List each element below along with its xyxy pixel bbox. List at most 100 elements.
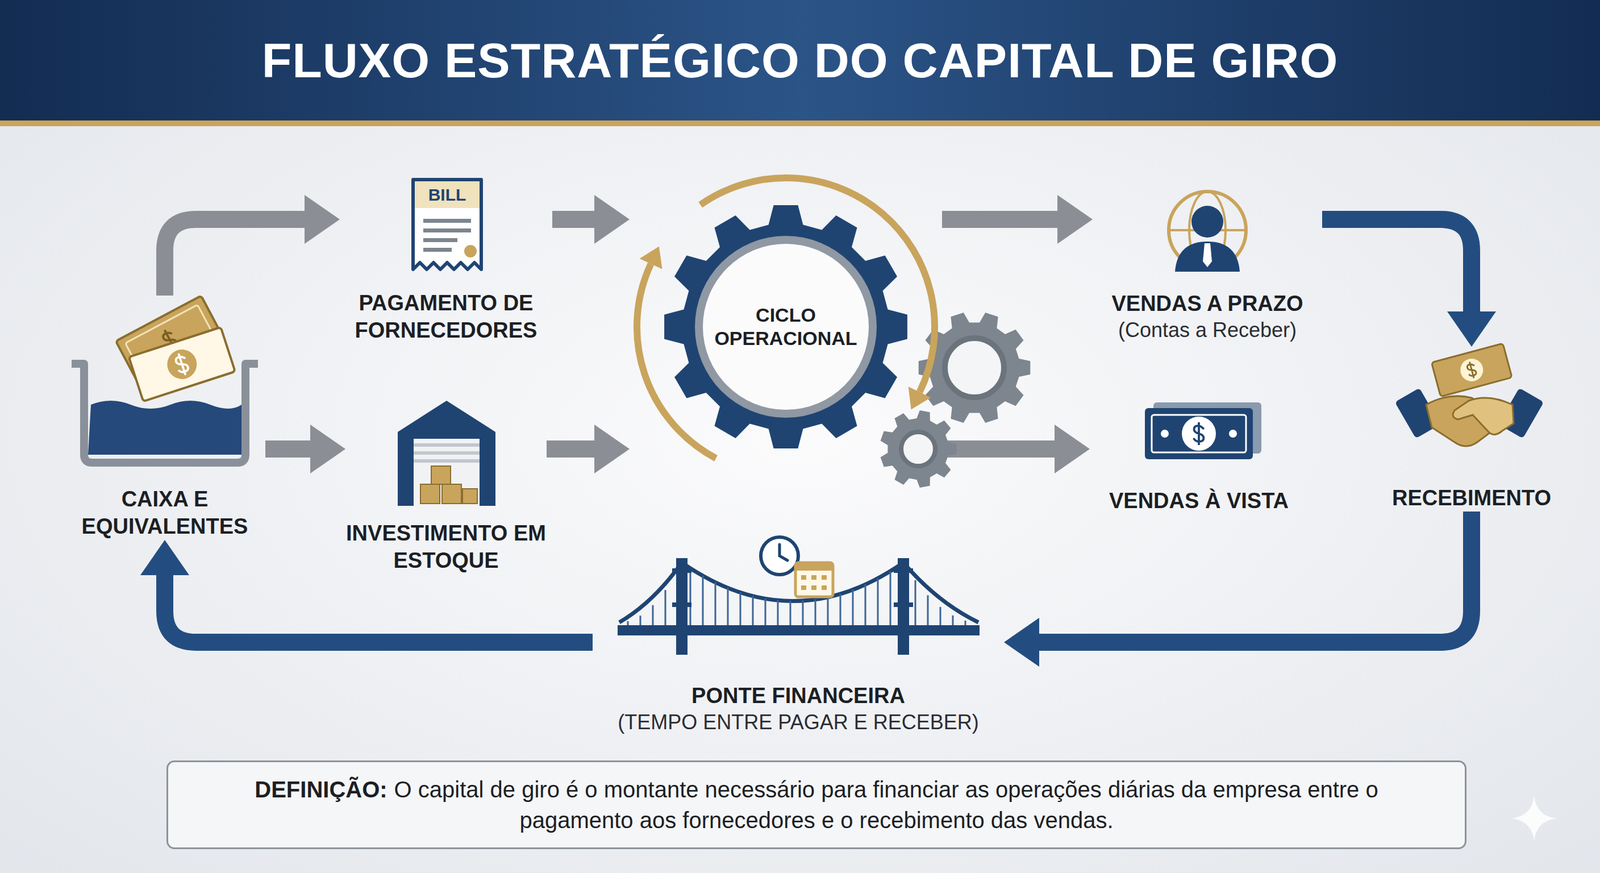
- handshake-icon: [1465, 360, 1478, 379]
- gear-ring: [694, 235, 877, 418]
- warehouse-icon: [413, 451, 480, 455]
- flow-arrow: [1003, 511, 1472, 667]
- bridge-hanger: [752, 595, 754, 625]
- warehouse-icon: [397, 400, 496, 506]
- node-title: CAIXA E EQUIVALENTES: [64, 485, 266, 540]
- flow-arrow: [546, 424, 630, 474]
- arrowhead: [304, 194, 340, 244]
- warehouse-icon: [442, 484, 462, 504]
- title-bar: FLUXO ESTRATÉGICO DO CAPITAL DE GIRO: [0, 0, 1600, 121]
- warehouse-icon: [397, 400, 496, 506]
- cash-bill-icon: [1160, 429, 1169, 438]
- clock-calendar-icon: [821, 575, 827, 580]
- bridge-hanger: [702, 575, 704, 625]
- cash-bill-icon: [1228, 429, 1237, 438]
- clock-calendar-icon: [760, 536, 799, 575]
- arrowhead: [310, 424, 346, 474]
- definition-body: O capital de giro é o montante necessári…: [394, 776, 1379, 833]
- gear-outline: [629, 170, 943, 483]
- bridge-hanger: [652, 605, 654, 625]
- financial-bridge-node: PONTE FINANCEIRA(TEMPO ENTRE PAGAR E REC…: [592, 534, 1004, 736]
- arrowhead: [1003, 617, 1040, 667]
- operating-cycle-gear: CICLO OPERACIONAL: [629, 170, 943, 483]
- bridge-illustration: [672, 602, 692, 607]
- definition-text: DEFINIÇÃO:O capital de giro é o montante…: [196, 773, 1437, 836]
- flow-arrow: [942, 424, 1090, 474]
- node-subtitle: (TEMPO ENTRE PAGAR E RECEBER): [592, 709, 1004, 736]
- cash-bill-icon: [1144, 402, 1262, 460]
- flow-arrow: [265, 424, 346, 474]
- node-title: PAGAMENTO DE FORNECEDORES: [339, 289, 553, 344]
- clock-calendar-icon: [779, 544, 788, 561]
- cycle-arrowhead: [639, 246, 663, 270]
- client-icon: [1175, 241, 1240, 272]
- arrow-shaft: [164, 569, 593, 643]
- bridge-illustration: [617, 557, 980, 655]
- cycle-arc: [700, 177, 935, 393]
- cash-bill-icon: [1194, 422, 1204, 445]
- clock-calendar-icon: [811, 575, 817, 580]
- inventory-node: INVESTIMENTO EM ESTOQUE: [345, 392, 547, 574]
- bridge-hanger: [739, 592, 742, 625]
- warehouse-icon: [462, 488, 478, 504]
- definition-box: DEFINIÇÃO:O capital de giro é o montante…: [166, 760, 1467, 849]
- flow-arrow: [552, 194, 630, 244]
- arrow-shaft: [265, 440, 316, 458]
- credit-sales-node: VENDAS A PRAZO(Contas a Receber): [1092, 181, 1323, 344]
- bill-icon: [423, 228, 472, 233]
- cash-tub-icon: [173, 352, 190, 377]
- collection-node: RECEBIMENTO: [1371, 346, 1573, 512]
- bridge-hanger: [802, 600, 804, 625]
- bridge-hanger: [939, 606, 942, 625]
- arrow-shaft: [164, 219, 310, 296]
- cycle-arrowhead: [908, 386, 932, 410]
- bridge-illustration: [617, 625, 980, 636]
- bridge-hanger: [927, 594, 929, 625]
- cash-bill-icon: [1144, 407, 1253, 460]
- bridge-hanger: [914, 580, 917, 625]
- bridge-hanger: [639, 615, 642, 625]
- clock-calendar-icon: [795, 562, 833, 571]
- cash-tub-icon: [128, 327, 236, 402]
- arrow-shaft: [942, 440, 1060, 458]
- client-icon: [1168, 191, 1247, 272]
- warehouse-icon: [413, 443, 480, 447]
- clock-calendar-icon: [811, 585, 817, 590]
- node-title: PONTE FINANCEIRA: [592, 682, 1004, 710]
- flow-arrow: [164, 194, 340, 296]
- cash-bill-icon: [1181, 416, 1216, 451]
- gear-center: [702, 243, 869, 410]
- bill-icon: [464, 244, 477, 258]
- node-subtitle: (Contas a Receber): [1092, 317, 1323, 344]
- arrowhead: [594, 194, 630, 244]
- arrowhead: [1054, 424, 1090, 474]
- handshake-icon: [1431, 343, 1512, 397]
- bridge-hanger: [839, 593, 842, 625]
- small-gear: [880, 410, 957, 488]
- node-title: VENDAS A PRAZO: [1092, 290, 1323, 318]
- handshake-icon: [1394, 343, 1544, 447]
- clock-calendar-icon: [795, 562, 833, 597]
- handshake-icon: [1457, 355, 1486, 384]
- gold-rule: [0, 120, 1600, 127]
- arrow-shaft: [546, 440, 600, 458]
- arrowhead: [594, 424, 630, 474]
- bridge-hanger: [727, 587, 729, 625]
- warehouse-icon: [413, 459, 480, 463]
- node-title: INVESTIMENTO EM ESTOQUE: [345, 519, 547, 574]
- cash-bill-icon: [1151, 414, 1247, 453]
- bridge-hanger: [814, 598, 817, 625]
- bill-icon: [423, 218, 472, 223]
- bridge-hanger: [952, 615, 954, 625]
- bridge-hanger: [877, 577, 879, 625]
- bridge-hanger: [789, 600, 792, 625]
- clock-calendar-icon: [801, 585, 807, 590]
- arrow-shaft: [1034, 511, 1472, 643]
- small-gear-hub: [944, 338, 1004, 398]
- bridge-hanger: [689, 568, 692, 625]
- bridge-hanger: [714, 581, 717, 625]
- cycle-arc: [636, 263, 716, 458]
- flow-arrow: [1322, 219, 1497, 347]
- bridge-hanger: [664, 589, 667, 625]
